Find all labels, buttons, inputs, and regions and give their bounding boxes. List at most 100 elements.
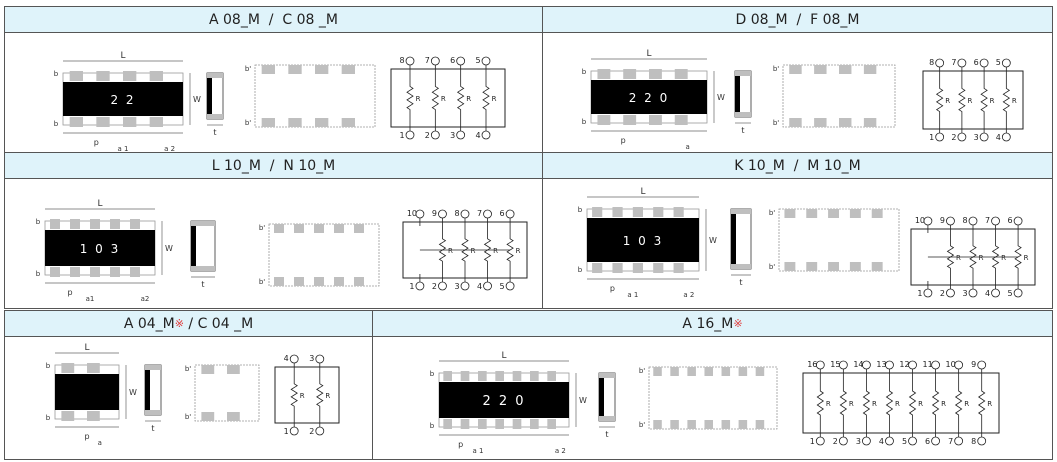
resistor-label: R [466, 95, 471, 103]
terminal-pad [623, 69, 637, 79]
resistor [1014, 233, 1022, 281]
pin-terminal [815, 436, 825, 446]
pin-number: 2 [940, 289, 945, 298]
terminal-pad [592, 207, 603, 217]
pin-number: 8 [962, 216, 967, 225]
terminal-pad [96, 71, 110, 81]
terminal-pad [495, 419, 504, 429]
land-pattern-outline [254, 64, 376, 128]
land-pad [687, 367, 696, 376]
land-pattern-outline [778, 208, 900, 272]
chip-marking: 2 2 0 [629, 91, 670, 105]
side-view-body [145, 370, 150, 410]
pin-number: 2 [309, 427, 314, 436]
pin-terminal [481, 130, 491, 140]
land-pad [784, 262, 796, 271]
pin-number: 7 [985, 216, 990, 225]
dimension-label-L: L [120, 51, 125, 61]
terminal-pad [674, 115, 688, 125]
resistor [482, 73, 490, 123]
terminal-pad [530, 419, 539, 429]
pin-terminal [289, 426, 299, 436]
terminal-pad [110, 267, 120, 277]
land-pad [314, 277, 324, 286]
land-pad [849, 262, 861, 271]
pin-number: 1 [810, 437, 815, 446]
dimension-label-W: W [193, 95, 201, 104]
panel-title: A 08_M / C 08 _M [5, 7, 542, 33]
pin-terminal [946, 288, 955, 298]
land-pad [704, 367, 713, 376]
pin-number: 2 [951, 133, 956, 142]
resistor-label: R [918, 400, 923, 408]
side-view-pad [145, 365, 161, 370]
pin-terminal [908, 360, 917, 370]
pin-number: 13 [876, 360, 886, 369]
pin-number: 1 [929, 133, 934, 142]
side-view-body [191, 226, 196, 266]
dimension-label-L: L [97, 199, 102, 209]
pin-terminal [954, 436, 964, 446]
pin-number: 10 [407, 209, 417, 218]
pin-number: 1 [284, 427, 289, 436]
land-pad [334, 224, 344, 233]
pin-terminal [977, 360, 987, 370]
dimension-label-t: t [605, 430, 608, 439]
land-pad [738, 420, 748, 429]
land-pad [315, 118, 329, 127]
terminal-pad [443, 371, 452, 381]
dimension-label-b: b [582, 68, 587, 76]
panel-title: K 10_M / M 10_M [543, 153, 1052, 179]
resistor-label: R [325, 392, 330, 400]
pin-number: 4 [475, 131, 480, 140]
resistor [935, 75, 944, 125]
pin-number: 14 [853, 360, 863, 369]
dimension-label-t: t [739, 278, 742, 287]
dimension-label-b: b [54, 70, 59, 78]
dimension-label-b: b [54, 120, 59, 128]
pin-number: 7 [425, 56, 430, 65]
pin-number: 8 [454, 209, 459, 218]
resistor-label: R [979, 254, 984, 262]
terminal-pad [653, 263, 664, 273]
resistor-label: R [471, 247, 476, 255]
land-pad [314, 224, 324, 233]
pin-number: 2 [432, 282, 437, 291]
pin-terminal [289, 354, 299, 364]
dimension-label-bp: b' [773, 65, 779, 73]
terminal-pad [478, 419, 487, 429]
dimension-label-W: W [579, 396, 587, 405]
side-view-pad [735, 112, 751, 117]
land-pad [863, 118, 877, 127]
land-pad [789, 65, 802, 74]
pin-terminal [460, 209, 470, 219]
land-pattern-outline [268, 223, 380, 287]
land-pad [288, 65, 302, 74]
pin-number: 12 [899, 360, 909, 369]
dimension-label-bp: b' [259, 224, 265, 232]
dimension-label-b: b [578, 206, 583, 214]
chip-marking: 2 2 0 [482, 394, 525, 409]
resistor-label: R [849, 400, 854, 408]
dimension-label-p: p [621, 136, 626, 145]
pin-terminal [1001, 132, 1011, 142]
land-pad [814, 118, 827, 127]
pin-terminal [460, 281, 470, 291]
land-pad [738, 367, 748, 376]
terminal-pad [70, 267, 80, 277]
terminal-pad [130, 267, 140, 277]
dimension-label-a2: a2 [141, 295, 150, 303]
pin-number: 10 [946, 360, 956, 369]
pin-number: 4 [985, 289, 990, 298]
resistor-label: R [872, 400, 877, 408]
land-pad [341, 65, 355, 74]
terminal-pad [512, 419, 522, 429]
dimension-label-t: t [201, 280, 204, 289]
dimension-label-a1: a 1 [118, 145, 129, 153]
pin-number: 3 [974, 133, 979, 142]
terminal-pad [90, 267, 100, 277]
